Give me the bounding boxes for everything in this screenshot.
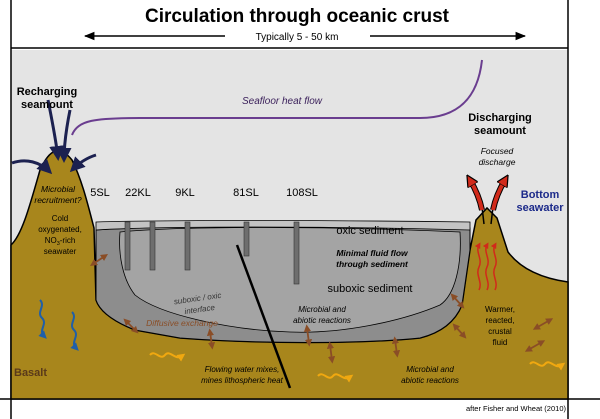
recharge-title-1: Recharging <box>17 86 78 98</box>
heat-flow-label: Seafloor heat flow <box>242 96 323 107</box>
blue-wave-2 <box>70 311 79 351</box>
core-label-22kl: 22KL <box>125 187 151 199</box>
reactions-upper-2: abiotic reactions <box>293 316 351 325</box>
discharge-title-2: seamount <box>474 125 526 137</box>
warmer-fluid-2: reacted, <box>486 316 515 325</box>
cold-seawater-4: seawater <box>44 247 77 256</box>
blue-wave-1 <box>38 299 47 339</box>
discharge-arrow-right <box>491 180 505 211</box>
sediment-suboxic <box>119 227 461 333</box>
bottom-seawater-1: Bottom <box>521 189 560 201</box>
exchange-arrow-8 <box>452 323 467 339</box>
exchange-arrow-4 <box>303 324 313 347</box>
exchange-arrow-1 <box>90 254 108 266</box>
interface-label-2: interface <box>184 303 216 316</box>
exchange-arrow-9 <box>524 340 546 352</box>
warm-wave-2 <box>317 373 354 383</box>
hot-wave-2 <box>482 242 489 291</box>
exchange-arrow-6 <box>391 336 401 358</box>
focused-label-2: discharge <box>479 157 516 167</box>
basalt-label: Basalt <box>14 367 47 379</box>
minimal-flow-1: Minimal fluid flow <box>336 248 409 258</box>
heat-flow-curve <box>71 59 483 136</box>
fault-line <box>235 244 292 389</box>
exchange-arrow-5 <box>326 341 336 364</box>
recharge-arrow-3 <box>11 158 53 175</box>
discharge-title-1: Discharging <box>468 112 532 124</box>
minimal-flow-2: through sediment <box>336 259 409 269</box>
bottom-seawater-2: seawater <box>516 202 564 214</box>
warmer-fluid-4: fluid <box>493 338 508 347</box>
core-81sl-tube <box>243 221 250 257</box>
recharge-arrow-4 <box>69 153 97 173</box>
scale-label: Typically 5 - 50 km <box>256 32 339 43</box>
exchange-arrow-3 <box>206 328 216 350</box>
recharge-title-2: seamount <box>21 99 73 111</box>
core-5sl-tube <box>124 221 131 271</box>
exchange-arrow-7 <box>450 293 465 309</box>
cold-seawater-3: NO3-rich <box>45 236 76 247</box>
discharge-arrow-left <box>470 180 484 211</box>
title-band <box>0 0 600 48</box>
reactions-upper-1: Microbial and <box>298 305 346 314</box>
cold-seawater-2: oxygenated, <box>38 225 82 234</box>
core-22kl-tube <box>149 221 156 271</box>
recharge-arrow-2 <box>56 109 72 163</box>
diagram-title: Circulation through oceanic crust <box>145 6 450 27</box>
hot-wave-1 <box>474 242 481 291</box>
reactions-lower-1: Microbial and <box>406 365 454 374</box>
oxic-sediment-label: oxic sediment <box>336 225 403 237</box>
suboxic-sediment-label: suboxic sediment <box>328 283 413 295</box>
warmer-fluid-3: crustal <box>488 327 512 336</box>
credit-label: after Fisher and Wheat (2010) <box>466 404 567 413</box>
core-label-5sl: 5SL <box>90 187 110 199</box>
hot-wave-3 <box>490 242 497 291</box>
flowing-water-2: mines lithospheric heat <box>201 376 284 385</box>
reactions-lower-2: abiotic reactions <box>401 376 459 385</box>
core-label-108sl: 108SL <box>286 187 318 199</box>
exchange-arrow-2 <box>123 318 139 334</box>
core-label-81sl: 81SL <box>233 187 259 199</box>
warm-wave-3 <box>529 361 566 371</box>
diffusive-exchange-label: Diffusive exchange <box>146 318 218 328</box>
cold-seawater-1: Cold <box>52 214 68 223</box>
microbial-recruitment-1: Microbial <box>41 184 76 194</box>
flowing-water-1: Flowing water mixes, <box>205 365 280 374</box>
core-label-9kl: 9KL <box>175 187 195 199</box>
warmer-fluid-1: Warmer, <box>485 305 515 314</box>
warm-wave-1 <box>149 352 186 362</box>
exchange-arrow-10 <box>532 318 554 330</box>
microbial-recruitment-2: recruitment? <box>34 195 82 205</box>
core-9kl-tube <box>184 221 191 271</box>
focused-label-1: Focused <box>481 146 514 156</box>
core-108sl-tube <box>293 221 300 285</box>
